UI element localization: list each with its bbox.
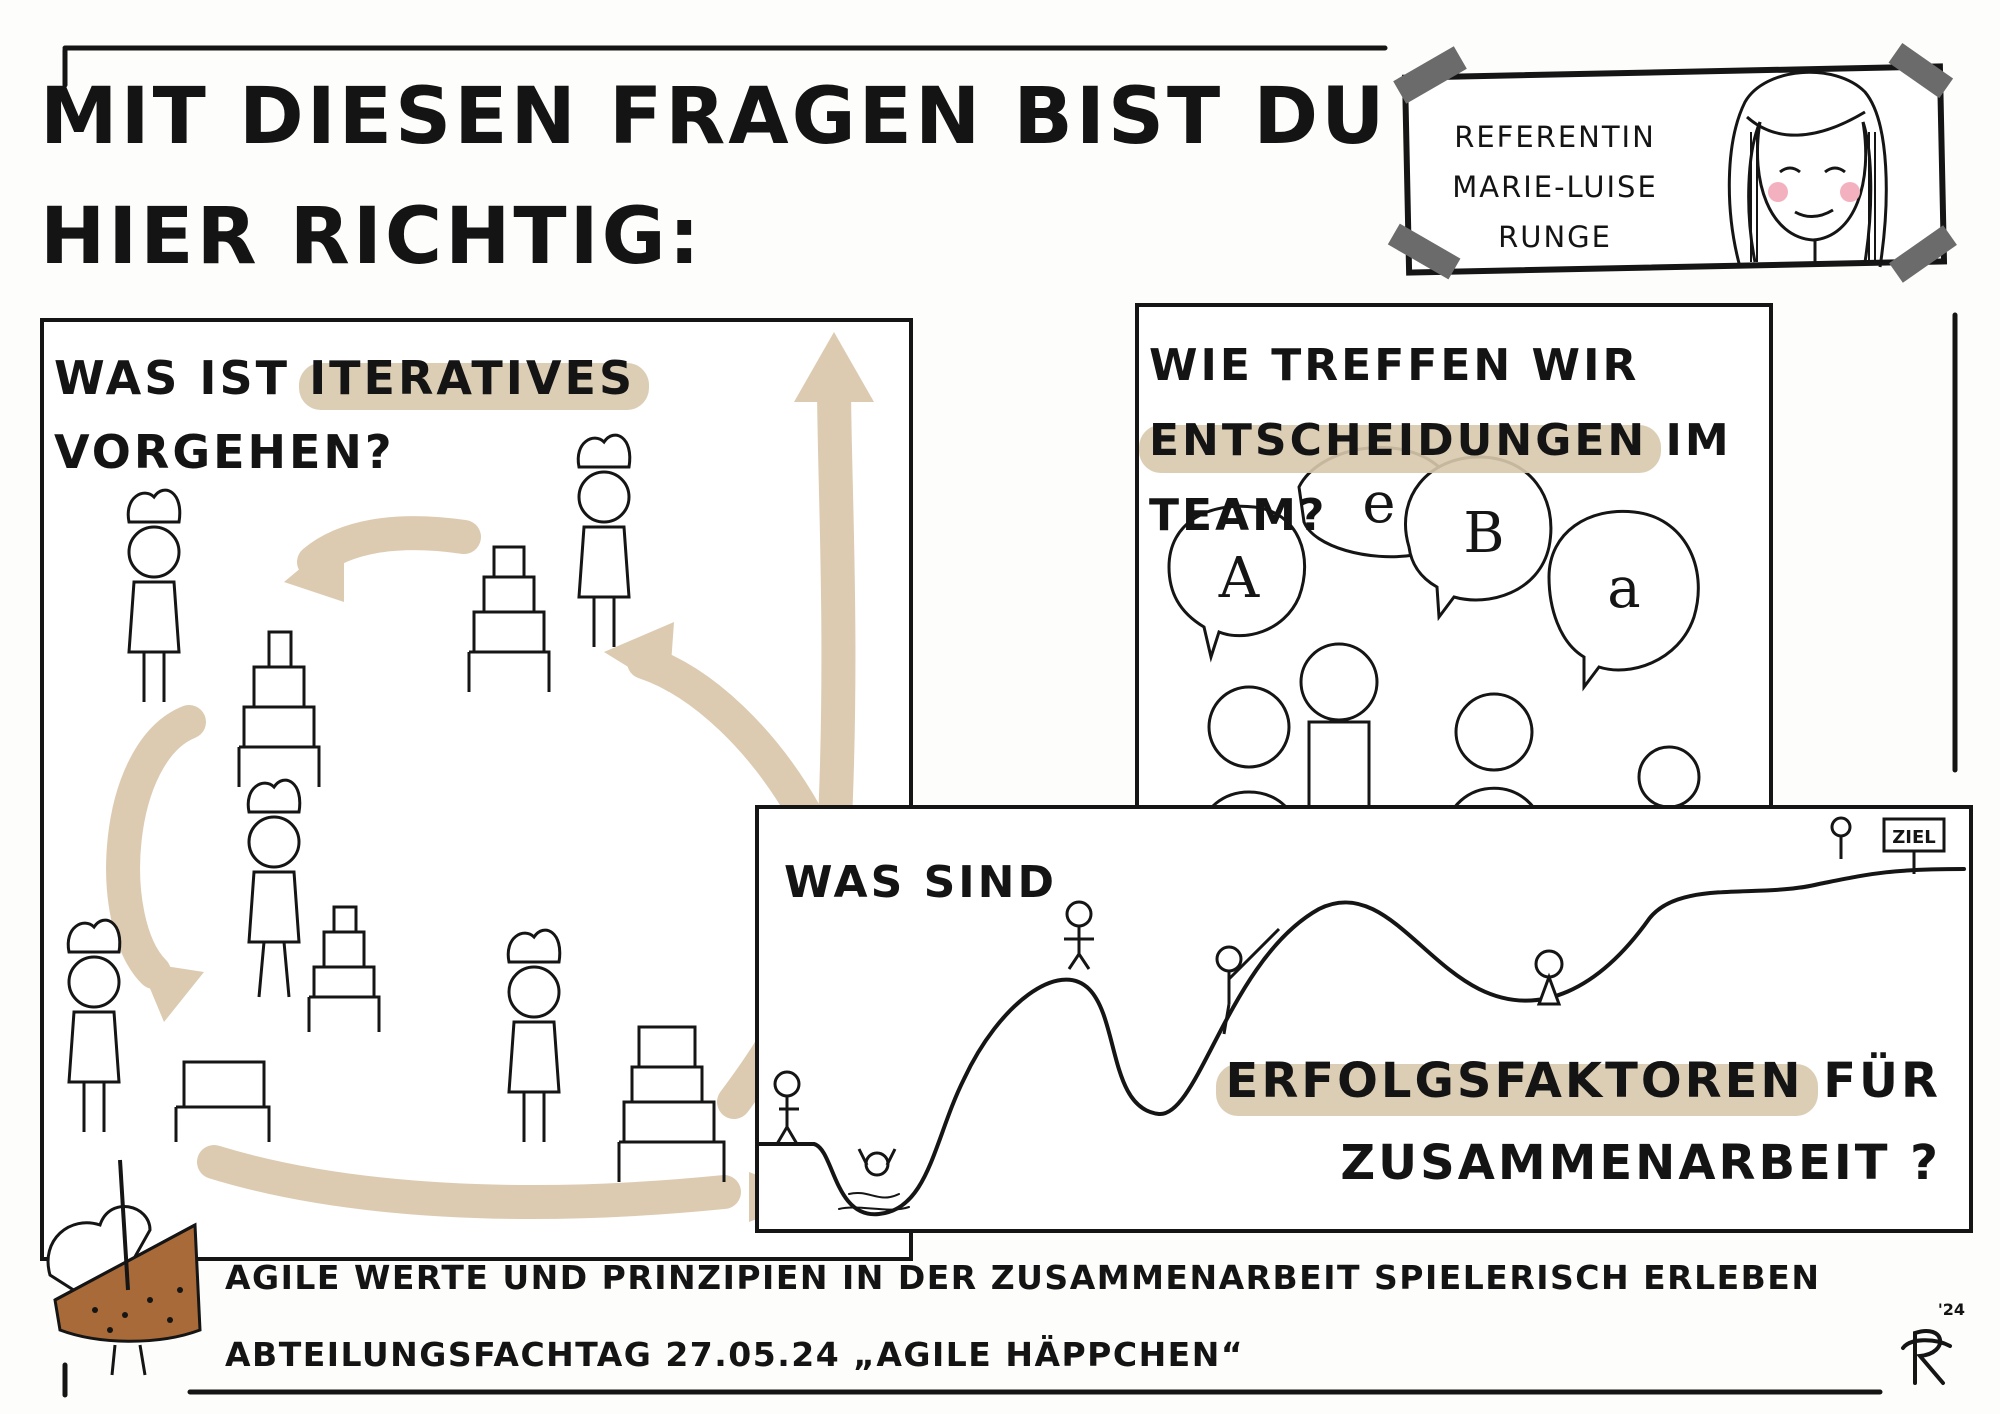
- iterative-prefix: WAS IST: [54, 351, 291, 405]
- footer-line2: ABTEILUNGSFACHTAG 27.05.24 „AGILE HÄPPCH…: [225, 1335, 1245, 1374]
- footer-line1: AGILE WERTE UND PRINZIPIEN IN DER ZUSAMM…: [225, 1258, 1821, 1297]
- artist-signature: '24: [1895, 1300, 1965, 1388]
- success-line1: WAS SIND: [784, 857, 1058, 908]
- success-suffix: FÜR: [1823, 1053, 1941, 1109]
- speaker-role: REFERENTIN: [1454, 120, 1656, 154]
- decisions-highlight: ENTSCHEIDUNGEN: [1149, 414, 1648, 466]
- decisions-suffix: IM: [1665, 414, 1732, 466]
- panel-success: WAS SIND ERFOLGSFAKTOREN FÜR ZUSAMMENARB…: [755, 805, 1973, 1233]
- speaker-name-line1: MARIE-LUISE: [1452, 170, 1658, 204]
- bubble-a-lower: a: [1607, 556, 1640, 621]
- success-journey-illustration: ZIEL: [757, 816, 1966, 1217]
- iterative-line2: VORGEHEN?: [54, 424, 395, 479]
- iterative-highlight: ITERATIVES: [309, 351, 636, 405]
- success-highlight: ERFOLGSFAKTOREN: [1225, 1053, 1804, 1109]
- speaker-card-frame: [1387, 42, 1957, 283]
- bubble-b: B: [1463, 501, 1504, 566]
- decisions-line1: WIE TREFFEN WIR: [1149, 340, 1640, 391]
- bubble-e: e: [1362, 471, 1395, 536]
- decisions-line3: TEAM?: [1149, 489, 1328, 541]
- speaker-name-line2: RUNGE: [1498, 220, 1612, 254]
- title-line-2: HIER RICHTIG:: [40, 192, 703, 282]
- goal-sign: ZIEL: [1892, 827, 1936, 848]
- speaker-portrait-illustration: [1727, 70, 1888, 268]
- page-title: MIT DIESEN FRAGEN BIST DU HIER RICHTIG:: [40, 78, 1388, 276]
- signature-mark-illustration: [1901, 1329, 1952, 1385]
- success-line3: ZUSAMMENARBEIT ?: [1340, 1134, 1941, 1191]
- title-line-1: MIT DIESEN FRAGEN BIST DU: [40, 72, 1388, 162]
- speaker-card: REFERENTIN MARIE-LUISE RUNGE: [1387, 42, 1957, 283]
- bubble-a-upper: A: [1218, 546, 1260, 611]
- signature-year: '24: [1937, 1300, 1965, 1319]
